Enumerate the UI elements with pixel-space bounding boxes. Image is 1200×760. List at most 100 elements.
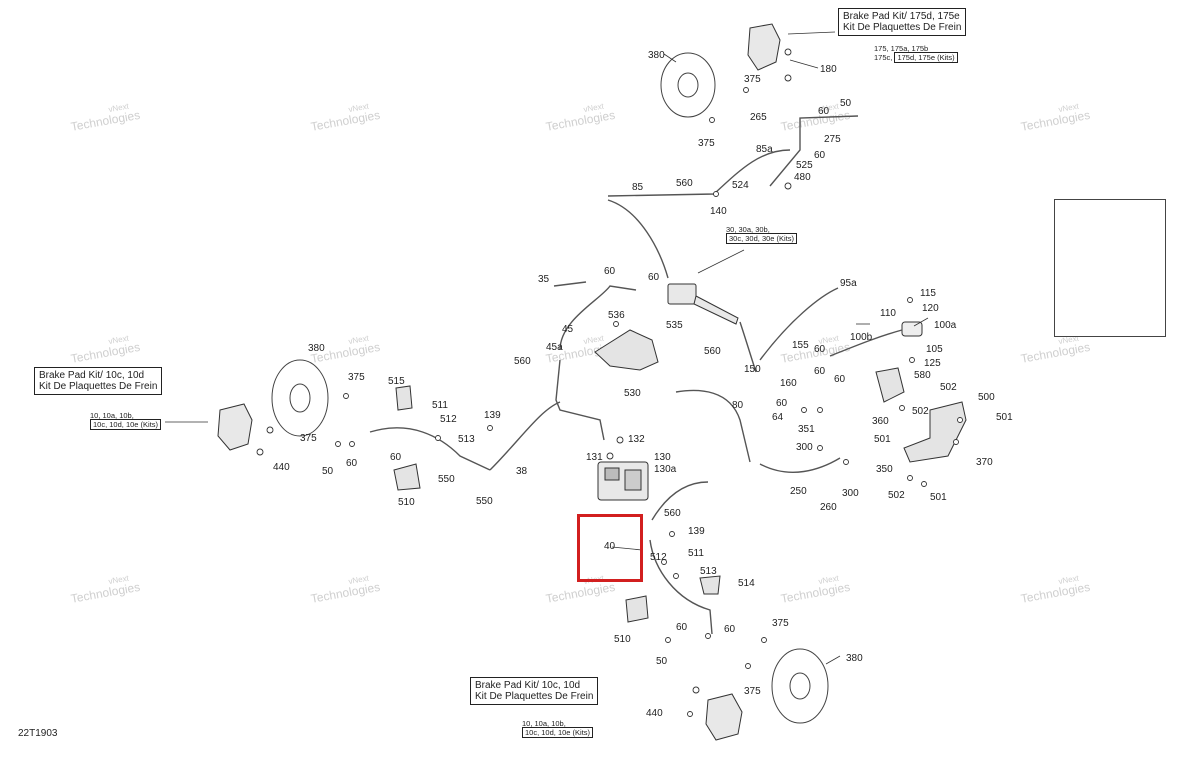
callout: 500 bbox=[978, 392, 995, 403]
callout: 440 bbox=[273, 462, 290, 473]
callout: 60 bbox=[814, 366, 826, 377]
kit-label-line1: Brake Pad Kit/ 175d, 175e bbox=[843, 11, 960, 22]
kit-code-line1: 10, 10a, 10b, bbox=[522, 719, 566, 728]
callout: 260 bbox=[820, 502, 837, 513]
callout: 535 bbox=[666, 320, 683, 331]
watermark-line1: vNext bbox=[583, 102, 605, 115]
watermark-line2: Technologies bbox=[1020, 108, 1091, 134]
callout: 131 bbox=[586, 452, 603, 463]
watermark-line1: vNext bbox=[108, 102, 130, 115]
callout: 110 bbox=[880, 308, 896, 319]
kit-label-line2: Kit De Plaquettes De Frein bbox=[39, 381, 158, 392]
callout: 560 bbox=[664, 508, 681, 519]
kit-code-left: 10, 10a, 10b, 10c, 10d, 10e (Kits) bbox=[90, 411, 162, 430]
callout: 60 bbox=[346, 458, 358, 469]
callout: 139 bbox=[688, 526, 705, 537]
callout: 480 bbox=[794, 172, 811, 183]
callout: 132 bbox=[628, 434, 645, 445]
callout: 370 bbox=[976, 457, 993, 468]
callout: 351 bbox=[798, 424, 815, 435]
callout: 50 bbox=[840, 98, 852, 109]
watermark-line1: vNext bbox=[583, 334, 605, 347]
kit-code-front: 175, 175a, 175b 175c, 175d, 175e (Kits) bbox=[874, 44, 958, 63]
callout: 265 bbox=[750, 112, 767, 123]
callout: 511 bbox=[688, 548, 704, 559]
callout: 60 bbox=[776, 398, 788, 409]
watermark-line2: Technologies bbox=[545, 580, 616, 606]
caliper-left bbox=[217, 403, 253, 451]
callout: 515 bbox=[388, 376, 405, 387]
kit-label-line1: Brake Pad Kit/ 10c, 10d bbox=[39, 370, 145, 381]
callout: 35 bbox=[538, 274, 550, 285]
callout: 502 bbox=[912, 406, 929, 417]
callout: 105 bbox=[926, 344, 943, 355]
callout: 510 bbox=[398, 497, 415, 508]
callout: 100b bbox=[850, 332, 873, 343]
callout: 550 bbox=[438, 474, 455, 485]
callout: 510 bbox=[614, 634, 631, 645]
callout: 140 bbox=[710, 206, 727, 217]
watermark-line2: Technologies bbox=[310, 108, 381, 134]
callout: 380 bbox=[648, 50, 665, 61]
callout: 155 bbox=[792, 340, 809, 351]
watermark-line2: Technologies bbox=[780, 108, 851, 134]
highlight-box[interactable] bbox=[577, 514, 643, 582]
callout: 375 bbox=[744, 74, 761, 85]
kit-label-bottom: Brake Pad Kit/ 10c, 10d Kit De Plaquette… bbox=[470, 677, 599, 705]
kit-code-boxed: 175d, 175e (Kits) bbox=[894, 52, 958, 63]
kit-label-line2: Kit De Plaquettes De Frein bbox=[475, 691, 594, 702]
watermark-line1: vNext bbox=[818, 334, 840, 347]
callout: 100a bbox=[934, 320, 957, 331]
brake-disc-left bbox=[271, 359, 329, 437]
leader-lines bbox=[165, 31, 929, 665]
kit-label-front: Brake Pad Kit/ 175d, 175e Kit De Plaquet… bbox=[838, 8, 967, 36]
watermark-line1: vNext bbox=[348, 574, 370, 587]
callout: 300 bbox=[796, 442, 813, 453]
drawing-reference: 22T1903 bbox=[18, 728, 58, 739]
highlight-callout: 40 bbox=[604, 541, 616, 552]
callout: 511 bbox=[432, 400, 448, 411]
callout: 375 bbox=[698, 138, 715, 149]
callout: 380 bbox=[308, 343, 325, 354]
callout: 502 bbox=[940, 382, 957, 393]
callout: 130a bbox=[654, 464, 677, 475]
fasteners bbox=[256, 48, 963, 717]
callout: 150 bbox=[744, 364, 761, 375]
callout: 125 bbox=[924, 358, 941, 369]
watermark-line1: vNext bbox=[348, 102, 370, 115]
kit-code-boxed: 10c, 10d, 10e (Kits) bbox=[522, 727, 594, 738]
callout: 275 bbox=[824, 134, 841, 145]
callout: 536 bbox=[608, 310, 625, 321]
brake-disc-rear bbox=[771, 648, 829, 724]
hose-guide bbox=[875, 367, 905, 403]
callout: 50 bbox=[322, 466, 334, 477]
watermark-line2: Technologies bbox=[70, 108, 141, 134]
callout: 130 bbox=[654, 452, 671, 463]
callout: 45a bbox=[546, 342, 563, 353]
callout: 115 bbox=[920, 288, 936, 299]
watermark-line2: Technologies bbox=[780, 580, 851, 606]
callout: 580 bbox=[914, 370, 931, 381]
callout: 300 bbox=[842, 488, 859, 499]
watermark-line2: Technologies bbox=[1020, 580, 1091, 606]
callout: 120 bbox=[922, 303, 939, 314]
callout: 525 bbox=[796, 160, 813, 171]
callout: 60 bbox=[814, 150, 826, 161]
callout: 60 bbox=[814, 344, 826, 355]
kit-code-line1: 30, 30a, 30b, bbox=[726, 225, 770, 234]
watermark-line1: vNext bbox=[818, 102, 840, 115]
callout: 513 bbox=[700, 566, 717, 577]
callout: 360 bbox=[872, 416, 889, 427]
caliper-rear bbox=[705, 693, 743, 741]
abs-bracket bbox=[594, 329, 659, 371]
callout: 60 bbox=[834, 374, 846, 385]
watermark-line1: vNext bbox=[108, 574, 130, 587]
callout: 501 bbox=[874, 434, 891, 445]
